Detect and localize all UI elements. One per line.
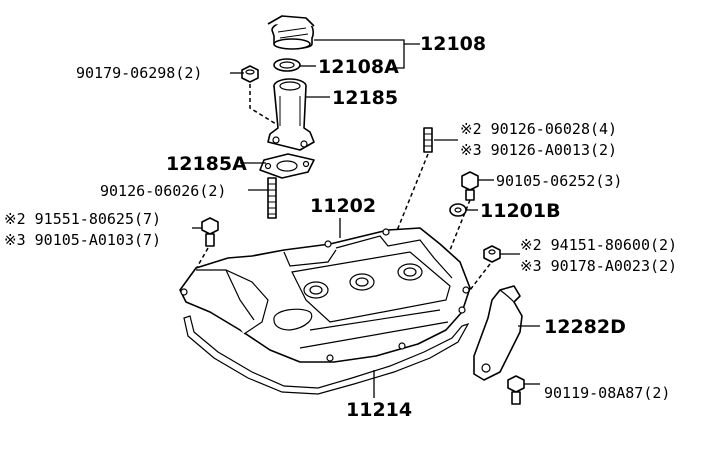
label-90126-06028: ※2 90126-06028(4)	[460, 120, 617, 138]
label-90126-06026: 90126-06026(2)	[100, 182, 226, 200]
nut-right	[483, 245, 501, 263]
seal-washer	[449, 203, 467, 217]
stud-bolt-right	[423, 127, 433, 153]
label-91551-80625: ※2 91551-80625(7)	[4, 210, 161, 228]
label-90105-06252: 90105-06252(3)	[496, 172, 622, 190]
label-12185: 12185	[332, 87, 398, 109]
label-12282d: 12282D	[544, 316, 626, 338]
oil-filler-pipe	[267, 78, 315, 151]
label-12185a: 12185A	[166, 153, 247, 175]
label-12108a: 12108A	[318, 56, 399, 78]
bolt-upper	[461, 171, 479, 201]
label-90178-a0023: ※3 90178-A0023(2)	[520, 257, 677, 275]
filler-nut	[241, 65, 259, 83]
cylinder-head-cover	[179, 227, 471, 363]
label-11202: 11202	[310, 195, 376, 217]
stud-bolt	[267, 177, 277, 219]
bolt-left	[201, 217, 219, 247]
oil-filler-cap	[267, 15, 315, 50]
label-11214: 11214	[346, 399, 412, 421]
bracket-bolt	[507, 375, 525, 405]
head-cover-gasket	[183, 315, 470, 395]
leader-lines	[192, 39, 540, 398]
label-94151-80600: ※2 94151-80600(2)	[520, 236, 677, 254]
label-90179-06298: 90179-06298(2)	[76, 64, 202, 82]
filler-o-ring	[273, 58, 301, 72]
label-90105-a0103: ※3 90105-A0103(7)	[4, 231, 161, 249]
label-90119-08a87: 90119-08A87(2)	[544, 384, 670, 402]
label-90126-a0013: ※3 90126-A0013(2)	[460, 141, 617, 159]
engine-hanger-bracket	[473, 285, 523, 381]
label-11201b: 11201B	[480, 200, 561, 222]
label-12108: 12108	[420, 33, 486, 55]
filler-gasket	[259, 153, 315, 179]
